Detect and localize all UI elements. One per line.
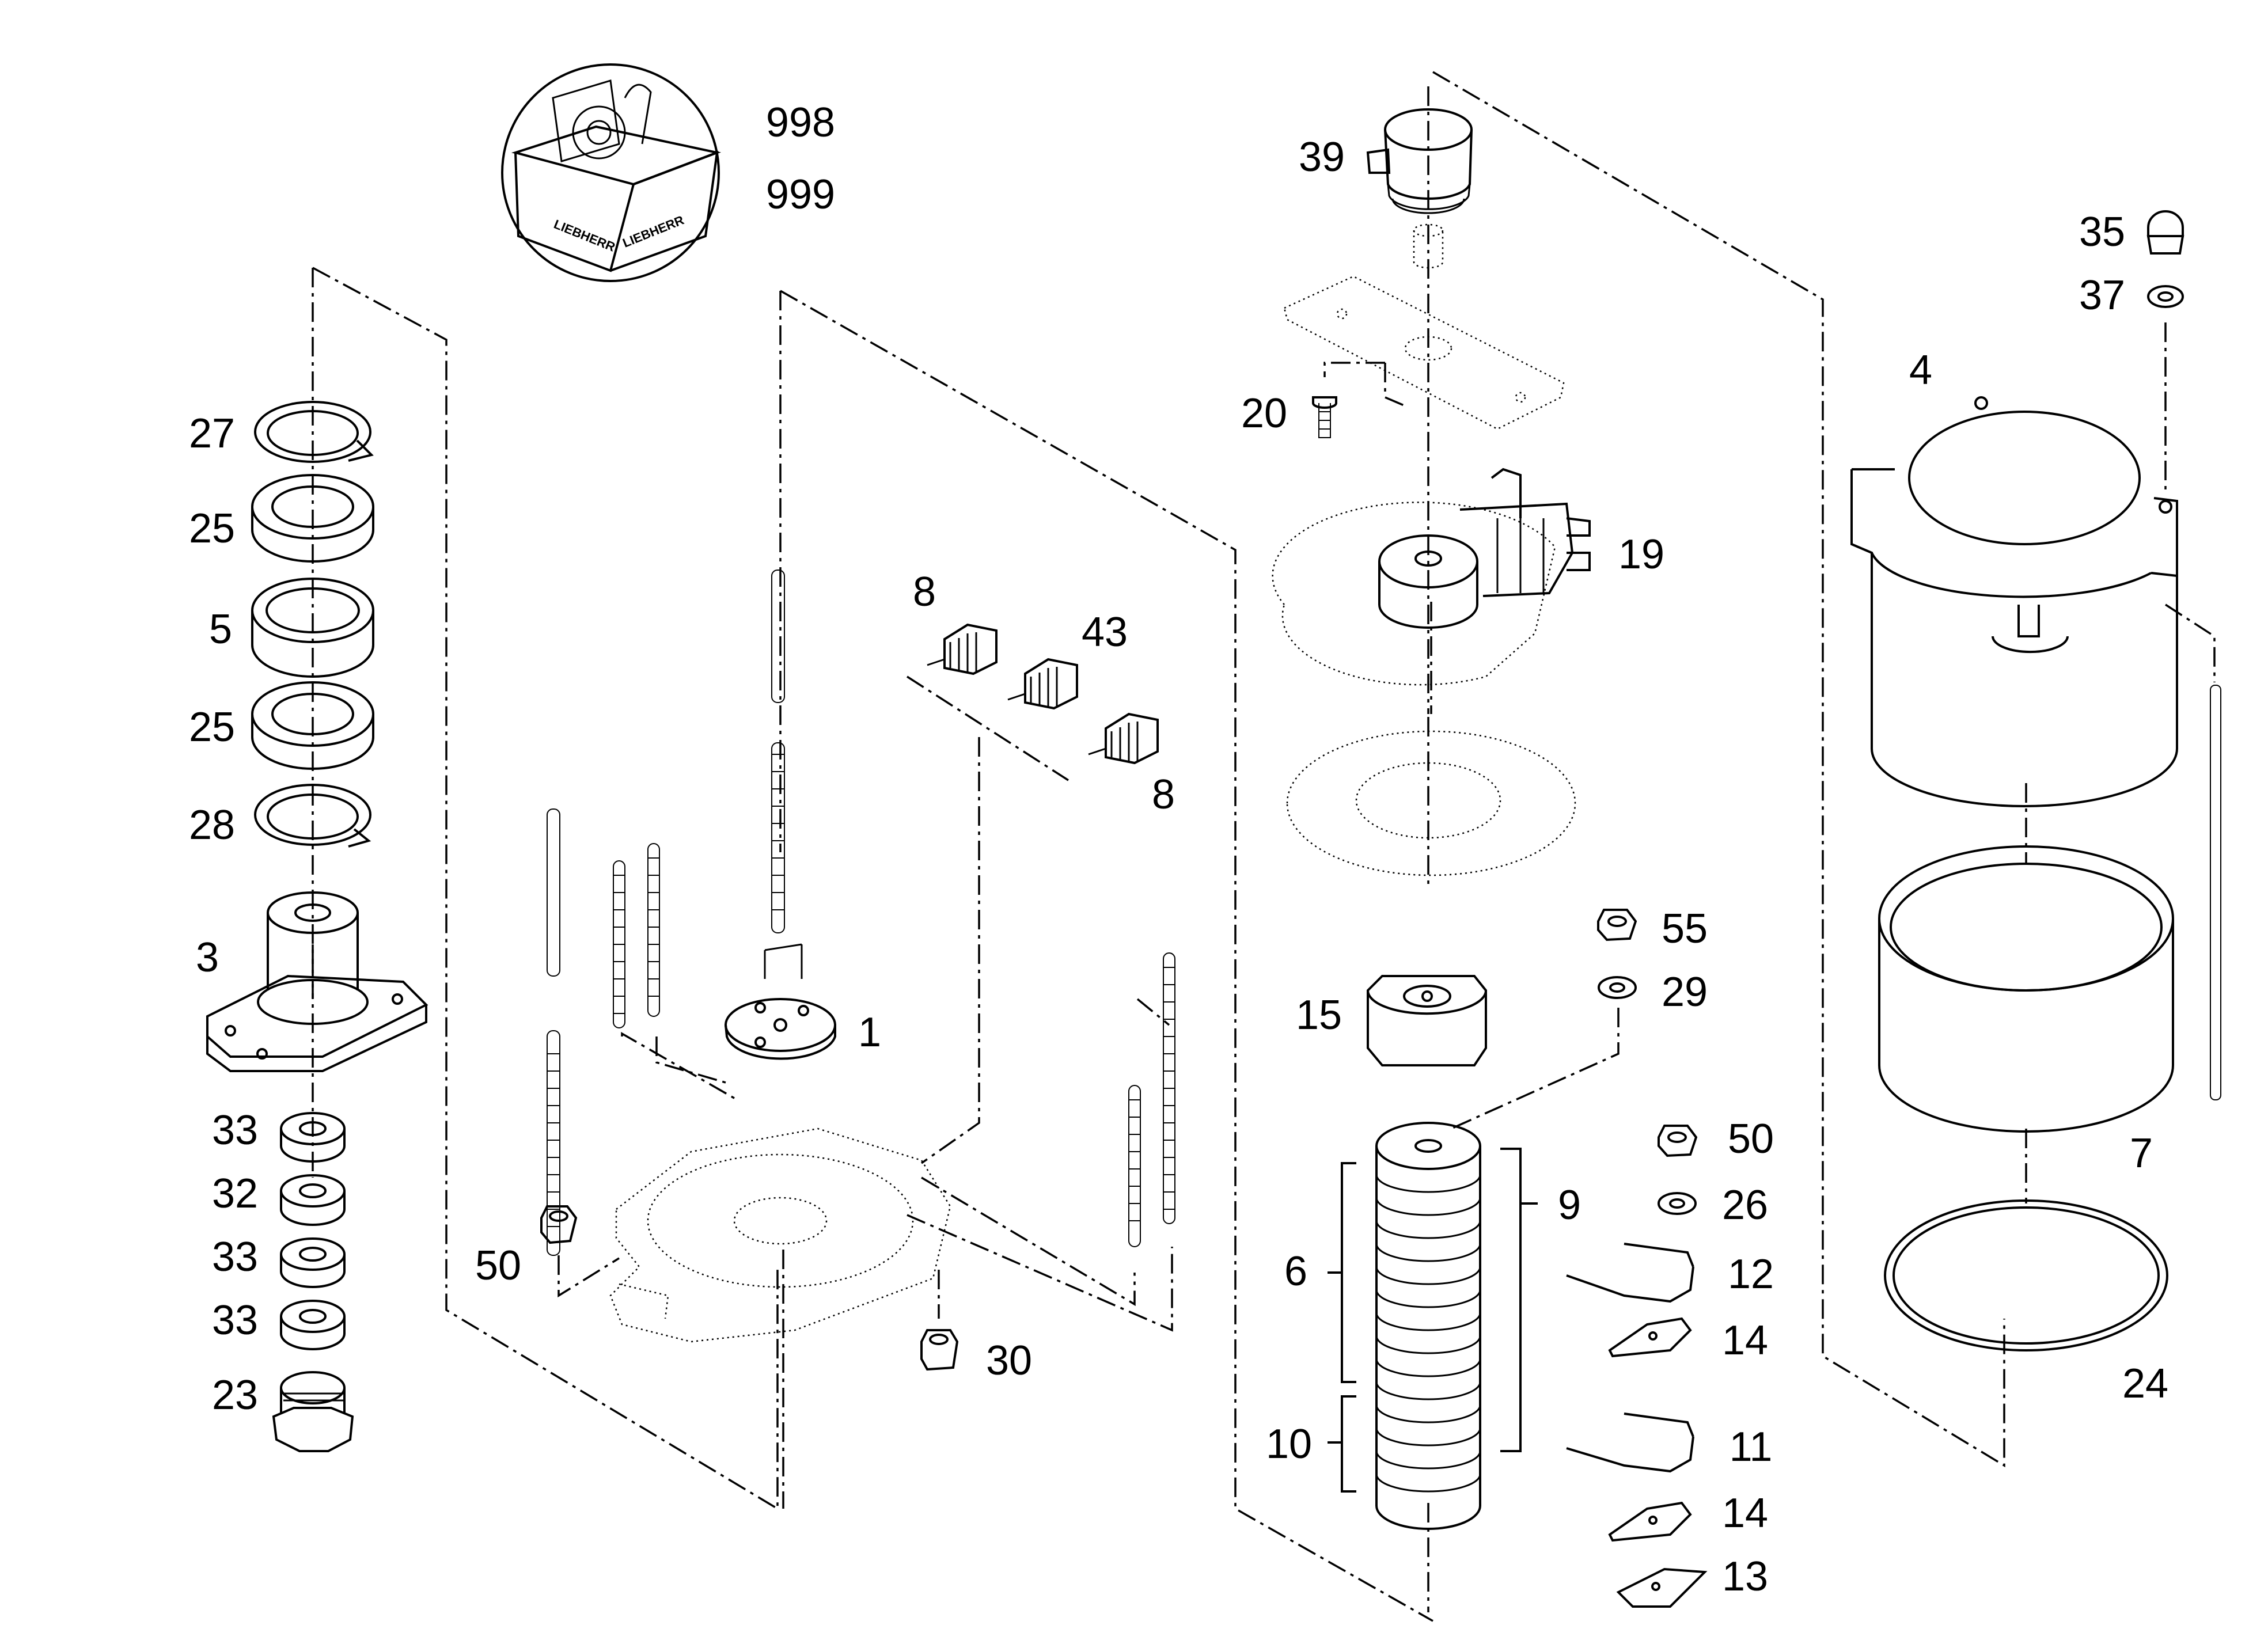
callout-50-left: 50 [475, 1243, 522, 1289]
right-small-hardware [1566, 909, 1708, 1608]
callout-8-lower: 8 [1151, 772, 1175, 818]
callout-33-b: 33 [211, 1234, 259, 1280]
callout-32: 32 [211, 1171, 259, 1217]
callout-26: 26 [1721, 1182, 1769, 1228]
callout-999: 999 [765, 172, 836, 218]
callout-24: 24 [2122, 1361, 2169, 1407]
callout-15: 15 [1295, 992, 1342, 1038]
callout-29: 29 [1661, 969, 1708, 1015]
left-bearing-stack [206, 401, 428, 1452]
callout-14-lower: 14 [1721, 1490, 1769, 1536]
callout-12: 12 [1727, 1251, 1774, 1297]
callout-7: 7 [2129, 1130, 2153, 1176]
callout-33-c: 33 [211, 1297, 259, 1343]
callout-25-lower: 25 [188, 704, 236, 750]
valve-parts [927, 623, 1159, 765]
callout-14-upper: 14 [1721, 1318, 1769, 1364]
spare-parts-box-icon: LIEBHERR LIEBHERR [501, 63, 722, 282]
assembly-frame-lines [312, 71, 2216, 1622]
callout-6: 6 [1284, 1248, 1308, 1294]
callout-1: 1 [858, 1009, 882, 1055]
callout-11: 11 [1729, 1424, 1773, 1470]
middle-motor-stack [1272, 108, 1591, 1530]
callout-998: 998 [765, 100, 836, 146]
callout-30: 30 [985, 1338, 1033, 1384]
callout-23: 23 [211, 1372, 259, 1418]
callout-28: 28 [188, 802, 236, 848]
callout-20: 20 [1241, 390, 1288, 436]
box-brand-text: LIEBHERR [552, 217, 617, 254]
box-brand-text: LIEBHERR [621, 212, 687, 250]
callout-27: 27 [188, 411, 236, 457]
housing-parts [1850, 210, 2221, 1351]
callout-37: 37 [2079, 272, 2126, 318]
callout-5: 5 [208, 606, 233, 652]
callout-9: 9 [1557, 1182, 1581, 1228]
callout-3: 3 [195, 935, 219, 981]
base-plate-assembly [540, 569, 1175, 1371]
callout-35: 35 [2079, 209, 2126, 255]
callout-43: 43 [1081, 609, 1128, 655]
callout-8-upper: 8 [912, 569, 936, 615]
callout-25-upper: 25 [188, 506, 236, 552]
callout-4: 4 [1909, 347, 1933, 393]
callout-13: 13 [1721, 1554, 1769, 1600]
callout-50-right: 50 [1727, 1116, 1774, 1162]
callout-55: 55 [1661, 906, 1708, 952]
callout-33-a: 33 [211, 1107, 259, 1153]
callout-10: 10 [1265, 1421, 1313, 1467]
callout-39: 39 [1298, 134, 1345, 180]
callout-19: 19 [1618, 531, 1665, 578]
